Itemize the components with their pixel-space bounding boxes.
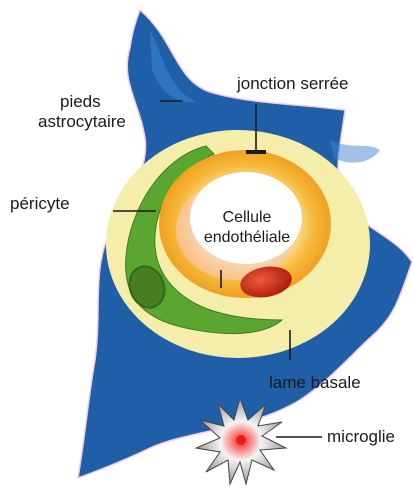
label-pieds-line2: astrocytaire xyxy=(38,112,126,132)
astrocyte-highlight xyxy=(330,140,380,163)
label-microglie: microglie xyxy=(327,427,395,447)
label-cellule-line1: Cellule xyxy=(182,208,312,228)
label-pieds-astrocytaire: pieds astrocytaire xyxy=(38,92,126,132)
label-pericyte: péricyte xyxy=(10,194,70,214)
label-cellule-endotheliale: Cellule endothéliale xyxy=(182,208,312,248)
label-pieds-line1: pieds xyxy=(38,92,126,112)
label-jonction-serree: jonction serrée xyxy=(237,74,349,94)
label-cellule-line2: endothéliale xyxy=(182,228,312,248)
label-lame-basale: lame basale xyxy=(269,373,361,393)
